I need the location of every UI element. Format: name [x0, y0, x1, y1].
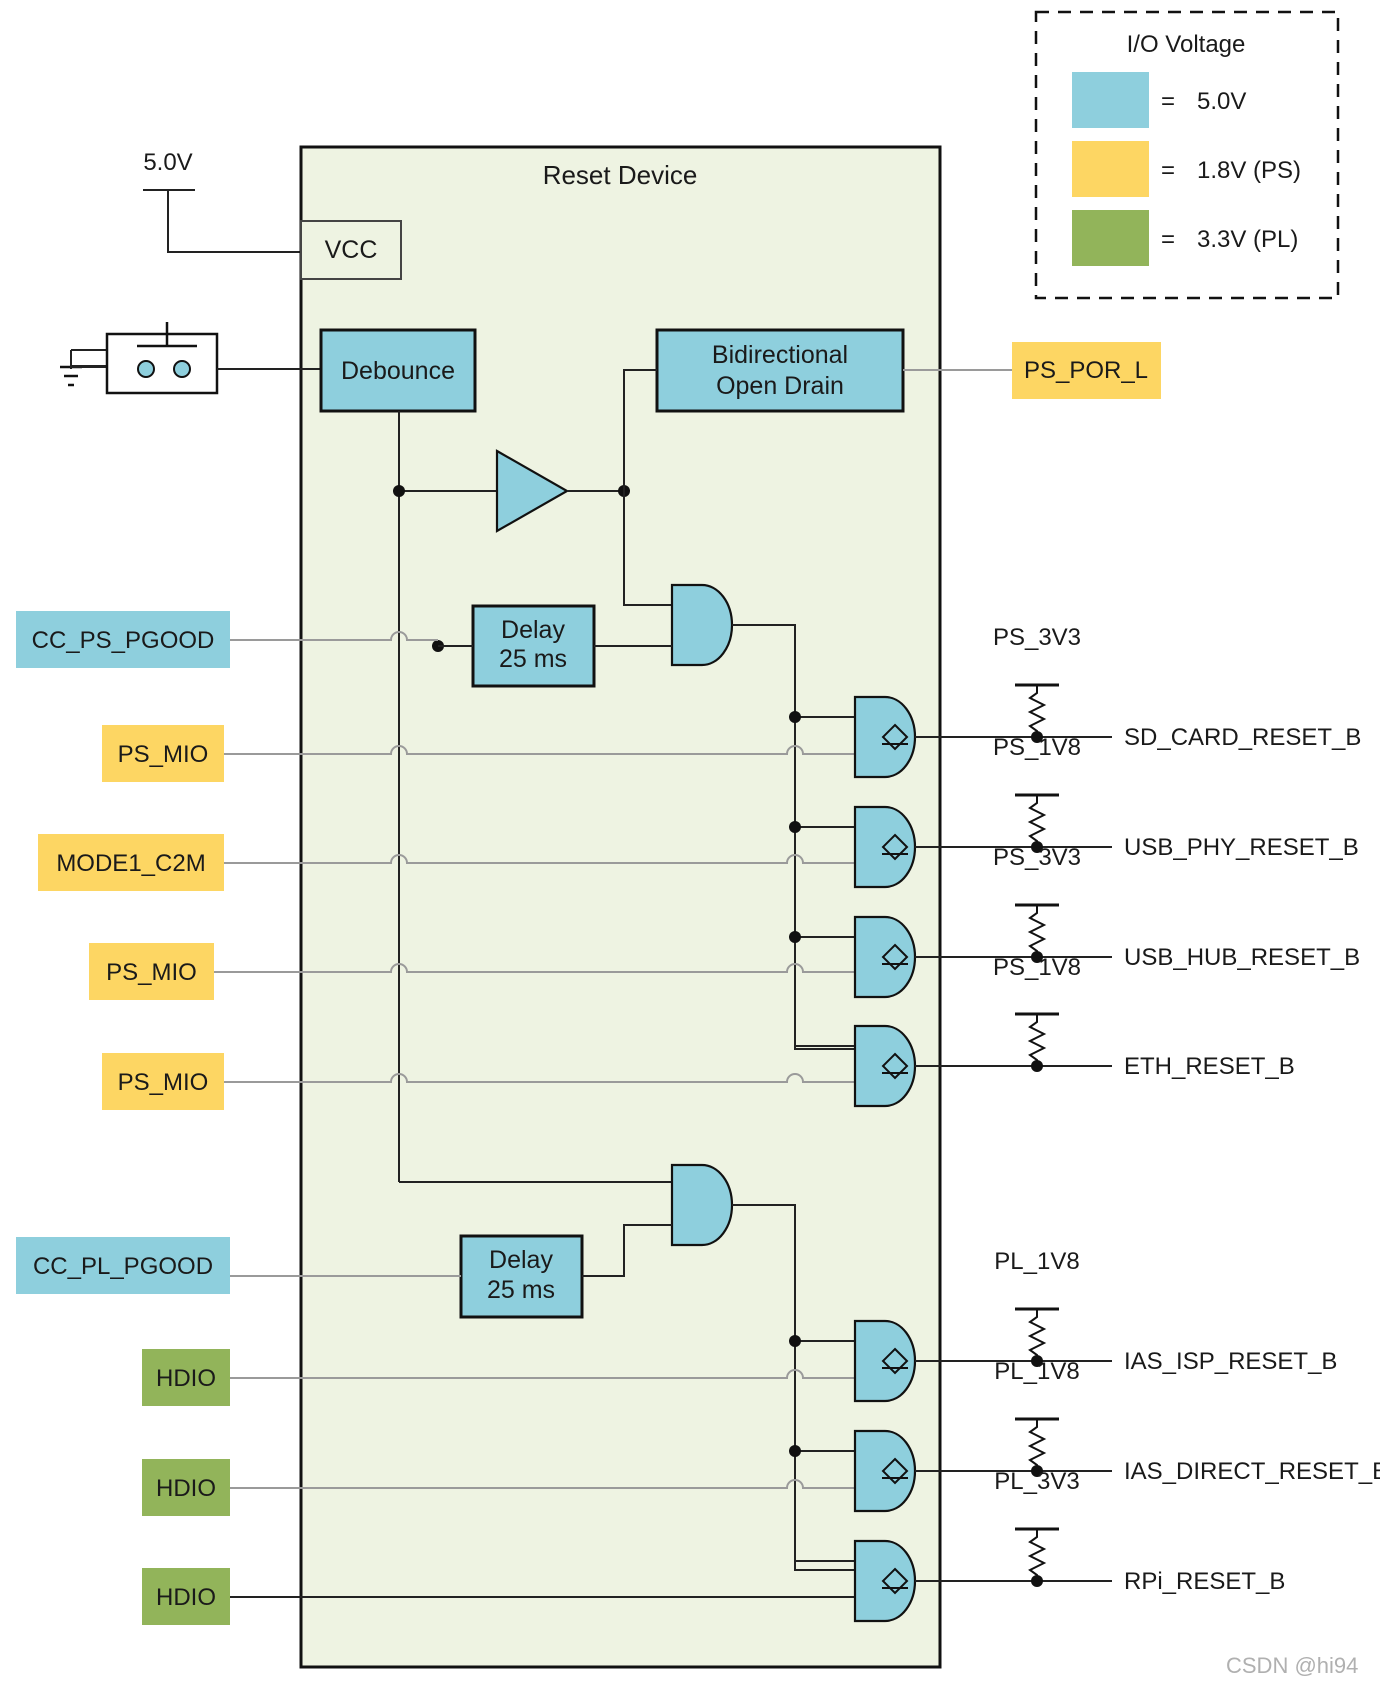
signal-wire: [230, 631, 438, 641]
pullup-label: PS_3V3: [993, 844, 1081, 871]
output-label: USB_HUB_RESET_B: [1124, 944, 1360, 971]
supply: 5.0V: [143, 149, 301, 253]
legend-item-label: 1.8V (PS): [1197, 157, 1301, 184]
debounce-block: Debounce: [319, 328, 477, 413]
output-label: IAS_DIRECT_RESET_B: [1124, 1458, 1380, 1485]
open-drain-gate: [853, 1539, 917, 1623]
pullup-label: PS_3V3: [993, 624, 1081, 651]
input-tag: [102, 725, 224, 782]
pullup-label: PL_1V8: [994, 1248, 1079, 1275]
signal-wire: [214, 963, 855, 973]
input-label: MODE1_C2M: [56, 850, 205, 877]
pl-delay-line1: Delay: [489, 1246, 553, 1274]
por-output-label: PS_POR_L: [1024, 357, 1148, 384]
pullup-label: PS_1V8: [993, 954, 1081, 981]
legend-equals: =: [1161, 88, 1175, 115]
open-drain-label-line1: Bidirectional: [712, 341, 848, 369]
supply-label: 5.0V: [143, 149, 192, 176]
open-drain-gate: [853, 915, 917, 999]
signal-wire: [230, 1369, 855, 1379]
reset-button: [60, 365, 108, 387]
legend: I/O Voltage = 5.0V = 1.8V (PS) = 3.3V (PL): [1034, 10, 1340, 300]
junction-dot: [789, 1445, 801, 1457]
open-drain-block: Bidirectional Open Drain: [655, 328, 905, 413]
output-label: IAS_ISP_RESET_B: [1124, 1348, 1337, 1375]
input-label: PS_MIO: [118, 1069, 209, 1096]
ps-and-gate: [670, 583, 734, 667]
open-drain-gate: [853, 1024, 917, 1108]
junction-dot: [789, 1335, 801, 1347]
input-tag: [38, 834, 224, 891]
legend-equals: =: [1161, 226, 1175, 253]
legend-equals: =: [1161, 157, 1175, 184]
output-label: SD_CARD_RESET_B: [1124, 724, 1361, 751]
ps-delay-block: Delay 25 ms: [471, 604, 596, 688]
por-output-tag: PS_POR_L: [1012, 342, 1161, 399]
pullup-resistor: [1013, 1527, 1061, 1589]
signal-wire: [224, 745, 855, 755]
legend-title: I/O Voltage: [1127, 31, 1246, 58]
input-tag: [16, 1237, 230, 1294]
signal-wire: [224, 1073, 855, 1083]
input-tag: [142, 1568, 230, 1625]
pullup-label: PL_1V8: [994, 1358, 1079, 1385]
debounce-label: Debounce: [341, 357, 455, 385]
ps-delay-line2: 25 ms: [499, 645, 567, 673]
pl-delay-block: Delay 25 ms: [459, 1234, 584, 1319]
pullup-resistor: [1013, 1012, 1061, 1074]
legend-swatch: [1072, 141, 1149, 197]
button-body: [70, 365, 107, 367]
ps-delay-line1: Delay: [501, 616, 565, 644]
legend-swatch: [1072, 210, 1149, 266]
input-label: CC_PL_PGOOD: [33, 1253, 213, 1280]
open-drain-label-line2: Open Drain: [716, 372, 844, 400]
output-label: USB_PHY_RESET_B: [1124, 834, 1359, 861]
pushbutton: [70, 322, 321, 395]
input-label: HDIO: [156, 1475, 216, 1502]
junction-dot: [789, 821, 801, 833]
input-tag: [142, 1459, 230, 1516]
pl-delay-line2: 25 ms: [487, 1276, 555, 1304]
input-tag: [102, 1053, 224, 1110]
input-label: HDIO: [156, 1365, 216, 1392]
device-title: Reset Device: [543, 160, 698, 190]
signal-wire: [230, 1479, 855, 1489]
legend-frame: [1034, 10, 1340, 300]
vcc-pin: VCC: [300, 220, 402, 280]
signal-wire: [224, 854, 855, 864]
open-drain-gate: [853, 1429, 917, 1513]
open-drain-gate: [853, 805, 917, 889]
input-tag: [142, 1349, 230, 1406]
legend-swatch: [1072, 72, 1149, 128]
output-label: RPi_RESET_B: [1124, 1568, 1285, 1595]
pullup-label: PL_3V3: [994, 1468, 1079, 1495]
watermark: CSDN @hi94: [1226, 1653, 1358, 1678]
legend-item-label: 5.0V: [1197, 88, 1246, 115]
open-drain-gate: [853, 1319, 917, 1403]
output-label: ETH_RESET_B: [1124, 1053, 1295, 1080]
open-drain-gate: [853, 695, 917, 779]
junction-dot: [789, 931, 801, 943]
input-label: CC_PS_PGOOD: [32, 627, 215, 654]
input-label: PS_MIO: [106, 959, 197, 986]
input-tag: [16, 611, 230, 668]
pl-and-gate: [670, 1163, 734, 1247]
input-label: PS_MIO: [118, 741, 209, 768]
input-tag: [89, 943, 214, 1000]
vcc-label: VCC: [325, 236, 378, 264]
input-label: HDIO: [156, 1584, 216, 1611]
junction-dot: [789, 711, 801, 723]
legend-item-label: 3.3V (PL): [1197, 226, 1298, 253]
pullup-label: PS_1V8: [993, 734, 1081, 761]
buffer-gate: [495, 449, 570, 533]
